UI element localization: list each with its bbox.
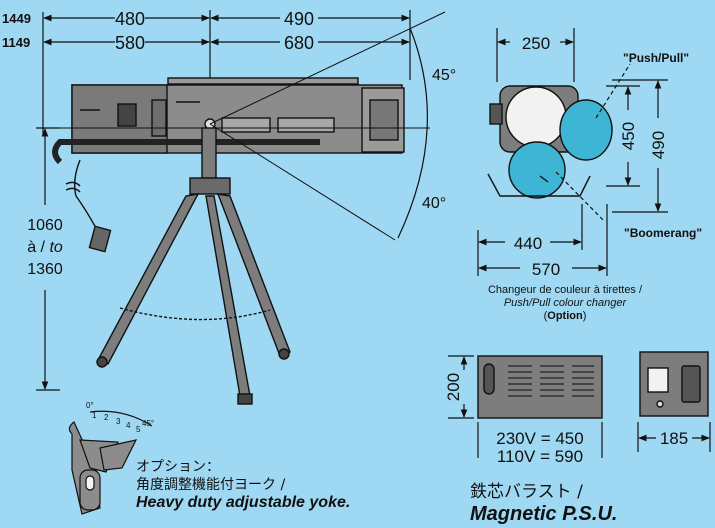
yoke-scale-4: 4 — [126, 421, 131, 430]
dim-1149-rear: 680 — [284, 33, 314, 53]
tripod-stand — [96, 127, 291, 405]
adjustable-yoke-drawing — [68, 410, 153, 515]
psu-width-110v: 110V = 590 — [497, 447, 583, 466]
dim-total-1449: 1449 — [2, 11, 31, 26]
caption-en: Push/Pull colour changer — [503, 297, 627, 309]
height-separator: à / to — [27, 239, 63, 256]
dim-1449-rear: 490 — [284, 9, 314, 29]
psu-caption: 鉄芯バラスト / Magnetic P.S.U. — [470, 481, 617, 525]
dim-1449-front: 480 — [115, 9, 145, 29]
psu-title-jp: 鉄芯バラスト / — [470, 482, 583, 502]
colour-changer-caption: Changeur de couleur à tirettes / Push/Pu… — [430, 284, 700, 323]
changer-width-outer: 570 — [532, 260, 560, 279]
psu-title-en: Magnetic P.S.U. — [470, 503, 618, 525]
yoke-scale-5: 5 — [136, 425, 141, 434]
psu-width-230v: 230V = 450 — [496, 429, 583, 448]
yoke-scale-3: 3 — [116, 417, 121, 426]
yoke-title-en: Heavy duty adjustable yoke. — [136, 494, 351, 511]
yoke-scale-45: 45° — [142, 419, 154, 428]
psu-side-view — [477, 355, 603, 419]
height-min: 1060 — [27, 217, 63, 234]
tilt-up-angle: 45° — [432, 67, 456, 84]
changer-height-inner: 450 — [619, 122, 638, 150]
tilt-down-angle: 40° — [422, 195, 446, 212]
dim-1149-front: 580 — [115, 33, 145, 53]
psu-front-view — [639, 351, 709, 417]
yoke-title-jp1: オプション： — [136, 459, 220, 475]
yoke-title-jp2: 角度調整機能付ヨーク / — [136, 477, 286, 493]
height-dimension — [36, 127, 60, 391]
yoke-angle-scale: 0° 1 2 3 4 5 45° — [86, 401, 154, 434]
top-dimension-lines — [42, 10, 411, 136]
changer-height-outer: 490 — [649, 131, 668, 159]
dim-total-1149: 1149 — [2, 35, 30, 50]
changer-width-top: 250 — [522, 34, 550, 53]
colour-changer-dimensions — [477, 28, 668, 276]
power-cable — [65, 159, 112, 253]
yoke-scale-0: 0° — [86, 401, 94, 410]
height-max: 1360 — [27, 261, 63, 278]
psu-depth: 185 — [660, 429, 688, 448]
psu-height: 200 — [444, 373, 463, 401]
changer-width-inner: 440 — [514, 234, 542, 253]
push-pull-label: "Push/Pull" — [623, 51, 689, 65]
tilt-reference-lines — [209, 11, 446, 241]
colour-changer-drawing — [487, 85, 613, 199]
boomerang-label: "Boomerang" — [624, 226, 702, 240]
caption-fr: Changeur de couleur à tirettes / — [487, 284, 643, 296]
support-rail — [52, 139, 320, 165]
psu-dimensions — [448, 355, 711, 458]
yoke-scale-2: 2 — [104, 413, 109, 422]
yoke-caption: オプション： 角度調整機能付ヨーク / Heavy duty adjustabl… — [136, 458, 350, 512]
caption-option: (Option) — [543, 310, 587, 322]
yoke-scale-1: 1 — [92, 411, 97, 420]
